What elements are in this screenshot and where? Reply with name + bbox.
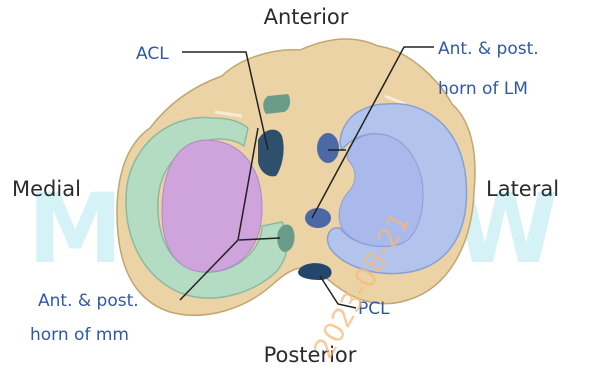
mm-horn-label-line2: horn of mm: [30, 325, 129, 345]
mm-horn-label-line1: Ant. & post.: [38, 291, 139, 311]
medial-label: Medial: [12, 177, 81, 201]
medial-condyle-cartilage: [162, 140, 262, 272]
lateral-meniscus-anterior-horn: [317, 133, 339, 163]
lateral-meniscus-posterior-horn: [305, 208, 331, 228]
lateral-label: Lateral: [486, 177, 559, 201]
anterior-label: Anterior: [264, 5, 349, 29]
lm-horn-label-line1: Ant. & post.: [438, 39, 539, 59]
lm-horn-label-line2: horn of LM: [438, 79, 528, 99]
acl-label: ACL: [136, 44, 169, 64]
